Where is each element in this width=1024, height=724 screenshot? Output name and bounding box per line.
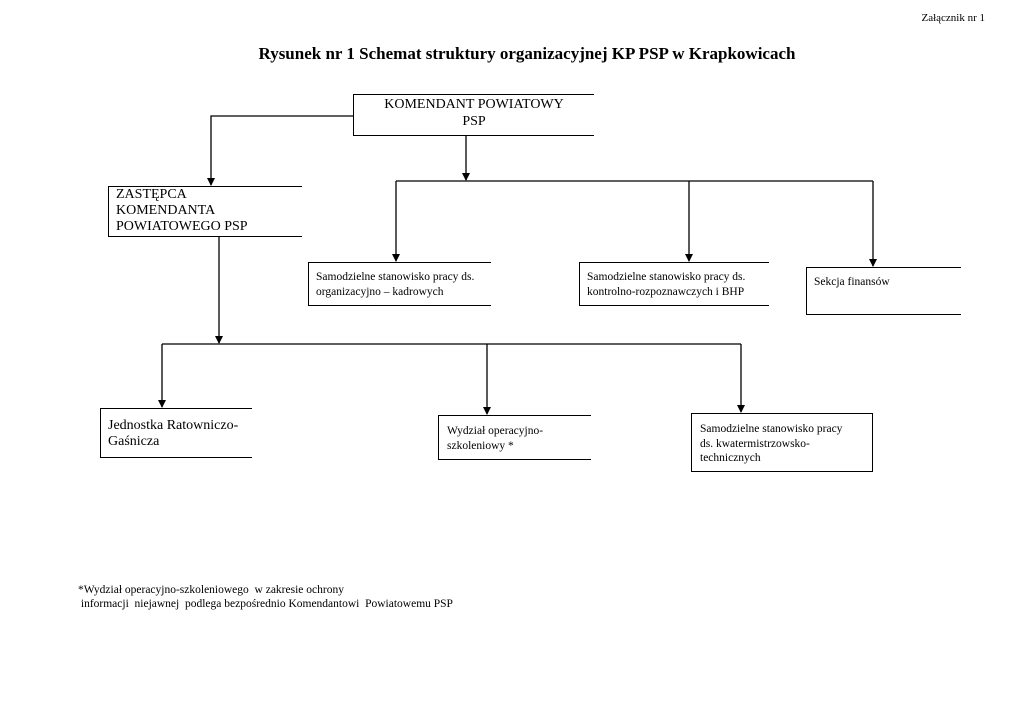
- node-kadrowe-label: Samodzielne stanowisko pracy ds. organiz…: [316, 271, 475, 298]
- node-kadrowe: Samodzielne stanowisko pracy ds. organiz…: [308, 262, 491, 306]
- node-jrg: Jednostka Ratowniczo- Gaśnicza: [100, 408, 252, 458]
- footnote-line-1: *Wydział operacyjno-szkoleniowego w zakr…: [78, 584, 344, 596]
- node-kontrolne-label: Samodzielne stanowisko pracy ds. kontrol…: [587, 271, 746, 298]
- connector-komendant-zastepca: [207, 115, 353, 186]
- node-kwatermistrz-label: Samodzielne stanowisko pracy ds. kwaterm…: [700, 423, 843, 464]
- node-finanse-label: Sekcja finansów: [814, 276, 890, 288]
- node-komendant: KOMENDANT POWIATOWY PSP: [353, 94, 594, 136]
- diagram-title: Rysunek nr 1 Schemat struktury organizac…: [258, 44, 796, 63]
- node-jrg-label: Jednostka Ratowniczo- Gaśnicza: [108, 418, 239, 449]
- footnote: *Wydział operacyjno-szkoleniowego w zakr…: [78, 583, 453, 611]
- node-kwatermistrz: Samodzielne stanowisko pracy ds. kwaterm…: [691, 413, 873, 472]
- node-kontrolne: Samodzielne stanowisko pracy ds. kontrol…: [579, 262, 769, 306]
- node-wydzial-label: Wydział operacyjno- szkoleniowy *: [447, 425, 544, 452]
- node-zastepca-label: ZASTĘPCA KOMENDANTA POWIATOWEGO PSP: [116, 187, 248, 234]
- node-wydzial: Wydział operacyjno- szkoleniowy *: [438, 415, 591, 460]
- annex-label: Załącznik nr 1: [921, 12, 985, 24]
- node-finanse: Sekcja finansów: [806, 267, 961, 315]
- footnote-line-2: informacji niejawnej podlega bezpośredni…: [78, 598, 453, 610]
- node-komendant-label: KOMENDANT POWIATOWY PSP: [384, 97, 564, 129]
- node-zastepca: ZASTĘPCA KOMENDANTA POWIATOWEGO PSP: [108, 186, 302, 237]
